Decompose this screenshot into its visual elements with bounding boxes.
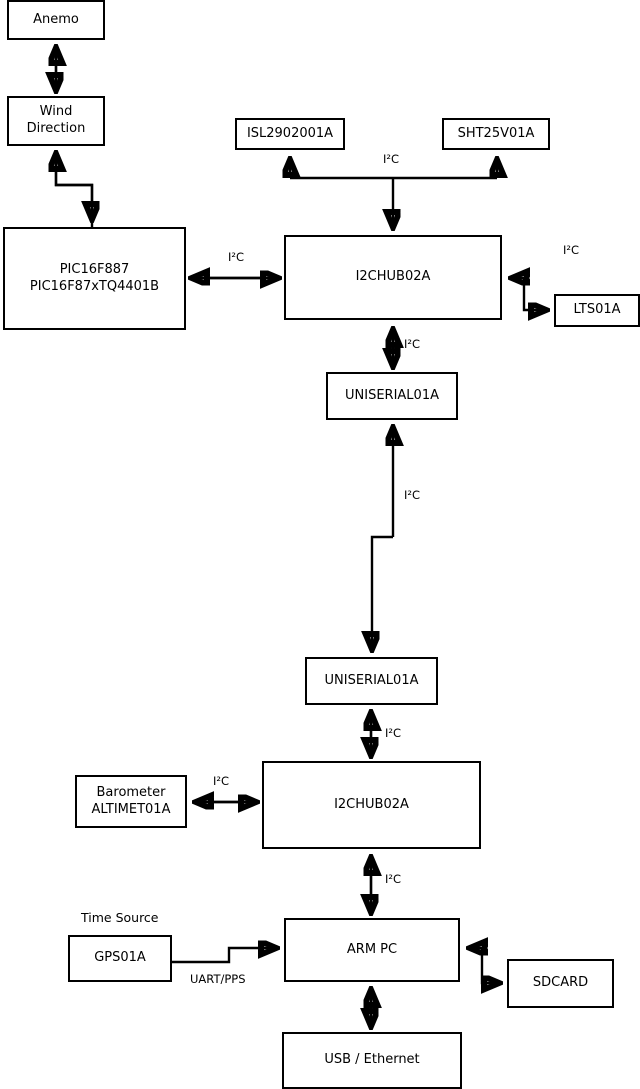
node-uniserial01a-top-label: UNISERIAL01A xyxy=(345,387,439,403)
node-arm-pc[interactable]: ARM PC xyxy=(284,918,460,982)
edge-label-uniserial-link: I²C xyxy=(404,488,421,502)
edge-label-hub-to-lts: I²C xyxy=(563,243,580,257)
node-sht25v01a[interactable]: SHT25V01A xyxy=(442,118,550,150)
node-arm-pc-label: ARM PC xyxy=(346,941,398,957)
node-sht25v01a-label: SHT25V01A xyxy=(457,125,535,141)
edge-label-barometer-to-hub: I²C xyxy=(213,774,230,788)
node-lts01a[interactable]: LTS01A xyxy=(554,294,640,327)
node-uniserial01a-top[interactable]: UNISERIAL01A xyxy=(326,372,458,420)
node-isl2902001a[interactable]: ISL2902001A xyxy=(235,118,345,150)
node-usb-ethernet-label: USB / Ethernet xyxy=(324,1052,420,1068)
edge-label-gps-to-armpc: UART/PPS xyxy=(190,972,246,986)
connector-gps-armpc xyxy=(172,948,276,964)
edge-label-pic-to-hub: I²C xyxy=(228,250,245,264)
node-lts01a-label: LTS01A xyxy=(573,302,621,318)
edge-label-hub-to-armpc: I²C xyxy=(385,872,402,886)
node-isl2902001a-label: ISL2902001A xyxy=(246,125,334,141)
node-barometer-label: Barometer ALTIMET01A xyxy=(91,784,171,817)
connector-hubtop-lts xyxy=(512,278,546,310)
connector-sensors-hubtop xyxy=(290,160,497,227)
node-gps01a[interactable]: GPS01A xyxy=(68,935,172,982)
connector-winddirection-pic xyxy=(56,154,92,227)
node-barometer-altimet01a[interactable]: Barometer ALTIMET01A xyxy=(75,775,187,828)
node-sdcard-label: SDCARD xyxy=(532,975,589,991)
node-i2chub02a-bottom-label: I2CHUB02A xyxy=(334,796,409,812)
connector-armpc-sdcard xyxy=(470,948,499,983)
edge-label-sensors-to-hub: I²C xyxy=(383,152,400,166)
node-pic-label: PIC16F887 PIC16F87xTQ4401B xyxy=(29,261,160,294)
node-uniserial01a-bottom-label: UNISERIAL01A xyxy=(324,672,419,688)
node-sdcard[interactable]: SDCARD xyxy=(507,959,614,1008)
node-uniserial01a-bottom[interactable]: UNISERIAL01A xyxy=(305,657,438,705)
edge-label-uniserial-to-hub-bottom: I²C xyxy=(385,726,402,740)
node-pic-microcontroller[interactable]: PIC16F887 PIC16F87xTQ4401B xyxy=(3,227,186,330)
node-usb-ethernet[interactable]: USB / Ethernet xyxy=(282,1032,462,1089)
node-wind-direction[interactable]: Wind Direction xyxy=(7,96,105,146)
node-anemo-label: Anemo xyxy=(33,11,79,27)
node-anemo[interactable]: Anemo xyxy=(7,0,105,40)
node-i2chub02a-bottom[interactable]: I2CHUB02A xyxy=(262,761,481,849)
label-time-source: Time Source xyxy=(81,910,159,925)
node-i2chub02a-top-label: I2CHUB02A xyxy=(355,269,431,285)
node-gps01a-label: GPS01A xyxy=(94,950,146,966)
node-wind-direction-label: Wind Direction xyxy=(26,104,86,136)
edge-label-hub-to-uniserial: I²C xyxy=(404,337,421,351)
connector-uniserial-link xyxy=(372,428,393,649)
node-i2chub02a-top[interactable]: I2CHUB02A xyxy=(284,235,502,320)
